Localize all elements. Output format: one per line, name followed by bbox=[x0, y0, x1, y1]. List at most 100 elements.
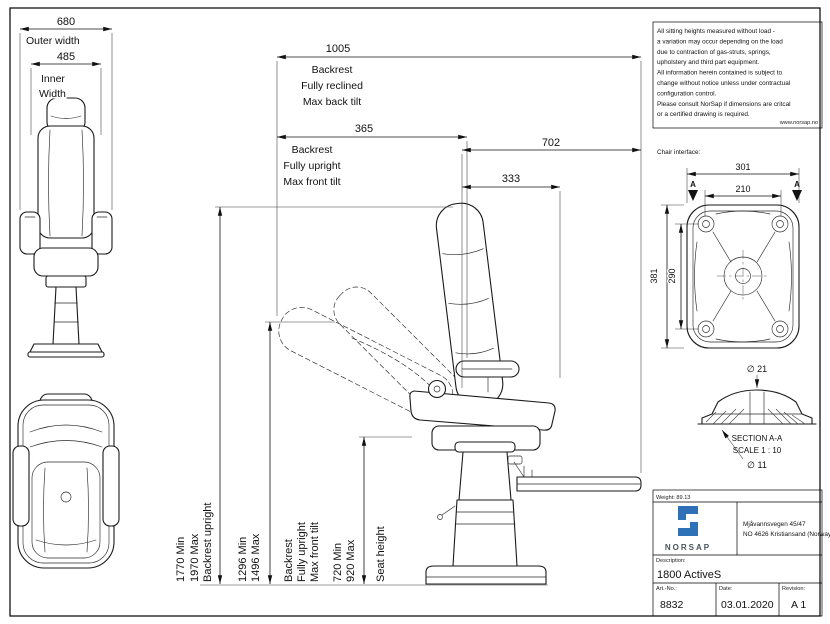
cone-outline bbox=[701, 389, 813, 425]
dim-inner-width-label-1: Inner bbox=[41, 73, 65, 85]
bolt-hole bbox=[697, 215, 715, 233]
side-armrest-detail bbox=[461, 368, 513, 393]
height-upright-label: Backrest upright bbox=[202, 503, 214, 582]
side-pedestal-upper bbox=[458, 451, 512, 501]
recline-label-3: Max back tilt bbox=[303, 96, 361, 108]
extension-lines bbox=[19, 33, 113, 210]
front-view-chair bbox=[19, 97, 113, 358]
front-tilt-label-2: Fully upright bbox=[283, 160, 340, 172]
recline-label-2: Fully reclined bbox=[301, 80, 363, 92]
dim-seat-to-back-value: 333 bbox=[502, 173, 520, 185]
side-view: 1005 Backrest Fully reclined Max back ti… bbox=[174, 42, 642, 586]
front-seat-frame bbox=[45, 275, 87, 288]
recline-motion-arc bbox=[351, 337, 439, 395]
side-gas-lever bbox=[441, 505, 456, 516]
front-headrest-seam bbox=[50, 115, 82, 119]
front-view: 680 Outer width 485 Inner Width bbox=[19, 15, 113, 358]
side-footrest-bracket bbox=[507, 455, 523, 465]
art-no-value: 8832 bbox=[660, 599, 684, 611]
norsap-logo bbox=[678, 506, 698, 536]
extension-lines bbox=[661, 168, 800, 349]
front-view-dimensions: 680 Outer width 485 Inner Width bbox=[19, 15, 113, 210]
description-value: 1800 ActiveS bbox=[657, 569, 721, 581]
extension-lines bbox=[276, 61, 642, 473]
revision-label: Revision: bbox=[782, 586, 805, 592]
front-tilt-label-1: Backrest bbox=[292, 144, 333, 156]
plate-ribs bbox=[712, 231, 776, 322]
front-pedestal-bands bbox=[53, 302, 79, 323]
title-block: Weight: 89.13 NORSAP Mjåvannsvegen 45/47… bbox=[652, 489, 830, 617]
dim-plate-width-outer-value: 301 bbox=[735, 162, 750, 172]
top-seat-seams bbox=[35, 467, 97, 553]
notes-border bbox=[652, 21, 823, 129]
description-label: Description: bbox=[656, 558, 686, 564]
height-front-tilt-min: 1296 Min bbox=[237, 537, 249, 582]
plate-slots bbox=[694, 210, 792, 343]
dim-plate-height-holes-value: 290 bbox=[667, 268, 677, 283]
note-line: Please consult NorSap if dimensions are … bbox=[657, 101, 791, 108]
section-arrow-left bbox=[688, 190, 698, 201]
side-footrest-supports bbox=[513, 461, 641, 485]
height-upright-max: 1970 Max bbox=[189, 533, 201, 582]
logo-mark-top bbox=[678, 506, 698, 520]
bolt-hole bbox=[697, 320, 715, 338]
note-line: All sitting heights measured without loa… bbox=[657, 28, 775, 35]
side-seat-cushion bbox=[409, 390, 556, 431]
side-lever-knob bbox=[437, 514, 443, 520]
chair-interface-view: Chair interface: 301 210 bbox=[648, 149, 802, 349]
section-arrow-right bbox=[792, 190, 802, 201]
seat-height-max: 920 Max bbox=[345, 539, 357, 582]
date-label: Date: bbox=[719, 586, 733, 592]
note-line: configuration control. bbox=[657, 90, 717, 97]
front-base-plate bbox=[27, 351, 105, 358]
dia-bore-leader bbox=[721, 429, 744, 460]
top-center-knob bbox=[60, 491, 72, 503]
website-label: www.norsap.no bbox=[779, 120, 818, 126]
cone-bore-lines bbox=[711, 391, 803, 425]
cone-hatching bbox=[705, 408, 806, 425]
section-title: SECTION A-A bbox=[732, 434, 783, 443]
sheet-border bbox=[9, 7, 821, 617]
height-front-tilt-label-2: Fully upright bbox=[296, 522, 308, 582]
address-line-2: NO 4626 Kristiansand (Norway) bbox=[743, 531, 830, 538]
dim-plate-width-holes-value: 210 bbox=[735, 184, 750, 194]
front-armrest-left bbox=[19, 211, 41, 255]
art-no-label: Art.-No.: bbox=[656, 586, 677, 592]
height-front-tilt-max: 1496 Max bbox=[250, 533, 262, 582]
top-seat-cushion bbox=[31, 461, 101, 559]
section-cut-marks: A A bbox=[688, 180, 802, 201]
side-recline-pivot-bolt bbox=[433, 385, 441, 393]
front-base bbox=[29, 343, 103, 353]
title-block-border bbox=[652, 489, 823, 617]
title-block-grid bbox=[653, 501, 822, 616]
section-profile bbox=[697, 389, 817, 425]
dim-recline-reach-value: 1005 bbox=[326, 43, 350, 55]
dim-inner-width-label-2: Width bbox=[39, 88, 66, 100]
bolt-hole-bore bbox=[776, 220, 784, 228]
recline-label-1: Backrest bbox=[312, 64, 353, 76]
company-name: NORSAP bbox=[665, 543, 711, 552]
dia-bore-label: ∅ 11 bbox=[747, 460, 767, 470]
dim-front-tilt-reach-value: 365 bbox=[355, 123, 373, 135]
note-line: change without notice unless under contr… bbox=[657, 80, 790, 87]
side-pedestal-collar bbox=[454, 441, 516, 453]
dim-plate-height-outer-value: 381 bbox=[649, 268, 659, 283]
front-backrest-bolsters bbox=[48, 129, 84, 237]
note-line: a variation may occur depending on the l… bbox=[657, 38, 783, 45]
front-seat bbox=[33, 247, 99, 277]
revision-value: A 1 bbox=[791, 599, 806, 611]
bolt-hole-bore bbox=[702, 325, 710, 333]
seat-height-label: Seat height bbox=[375, 526, 387, 582]
extension-lines bbox=[200, 206, 548, 586]
seat-height-min: 720 Min bbox=[332, 543, 344, 582]
notes-box: All sitting heights measured without loa… bbox=[652, 21, 823, 129]
address-line-1: Mjåvannsvegen 45/47 bbox=[743, 520, 806, 528]
section-view: ∅ 21 SECTION A-A SCALE 1 : 10 ∅ 11 bbox=[697, 364, 817, 470]
note-line: or a certified drawing is required. bbox=[657, 111, 750, 118]
weight-label: Weight: 89.13 bbox=[656, 495, 690, 501]
side-pedestal-lower bbox=[452, 499, 518, 567]
note-line: due to contraction of gas-struts, spring… bbox=[657, 49, 771, 56]
logo-mark-bottom bbox=[678, 522, 698, 536]
